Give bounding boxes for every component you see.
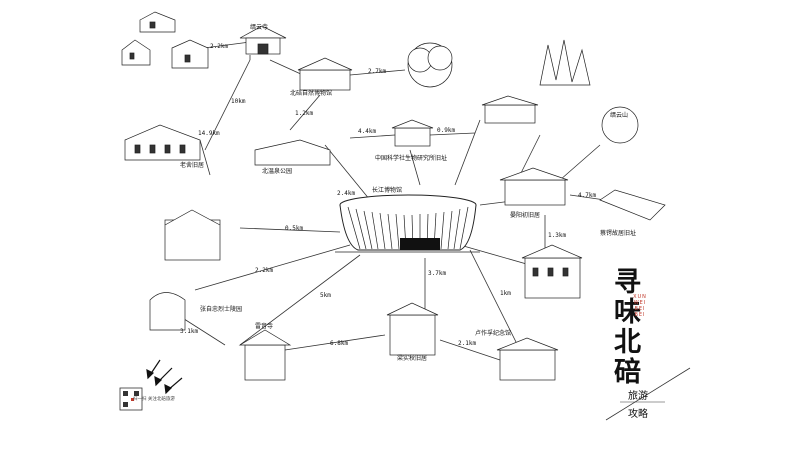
museum-drawing [335, 194, 480, 253]
qr-code [119, 387, 143, 411]
distance-label: 2.2km [255, 267, 274, 274]
distance-label: 4.7km [578, 192, 597, 199]
distance-label: 14.9km [198, 130, 220, 137]
brand-subtitle: 攻略 [628, 409, 648, 420]
distance-label: 1.3km [548, 232, 567, 239]
distance-label: 1km [500, 290, 511, 297]
site-label: 缙云寺 [250, 24, 269, 31]
distance-label: 6.8km [330, 340, 349, 347]
site-label: 梁实秋旧居 [397, 355, 428, 362]
brand-title: 寻味北碚 [614, 267, 642, 388]
distance-label: 3.7km [428, 270, 447, 277]
distance-label: 2.1km [458, 340, 477, 347]
distance-label: 2.7km [368, 68, 387, 75]
distance-label: 1.2km [295, 110, 314, 117]
site-label: 缙云山 [610, 112, 629, 119]
distance-label: 0.9km [437, 127, 456, 134]
distance-label: 3.1km [180, 328, 199, 335]
brand-pinyin: XUN WEI BEI BEI [633, 294, 647, 318]
distance-label: 2.2km [210, 43, 229, 50]
site-label: 卢作孚纪念馆 [475, 330, 512, 337]
site-label: 长江博物馆 [372, 187, 403, 194]
distance-label: 0.5km [285, 225, 304, 232]
site-label: 老舍旧居 [180, 162, 205, 169]
site-label: 北温泉公园 [262, 168, 293, 175]
site-label: 蔡锷故居旧址 [600, 230, 637, 237]
site-label: 中国科学社生物研究所旧址 [375, 155, 448, 162]
distance-label: 5km [320, 292, 331, 299]
brand-subtitle: 旅游 [628, 391, 648, 402]
site-label: 雷音寺 [255, 323, 274, 330]
distance-label: 2.4km [337, 190, 356, 197]
site-label: 张自忠烈士陵园 [200, 306, 243, 313]
distance-label: 10km [231, 98, 246, 105]
distance-label: 4.4km [358, 128, 377, 135]
site-label: 晏阳初旧居 [510, 212, 541, 219]
qr-caption: 扫一扫 关注北碚旅游 [133, 397, 175, 402]
site-label: 北碚自然博物馆 [290, 90, 333, 97]
